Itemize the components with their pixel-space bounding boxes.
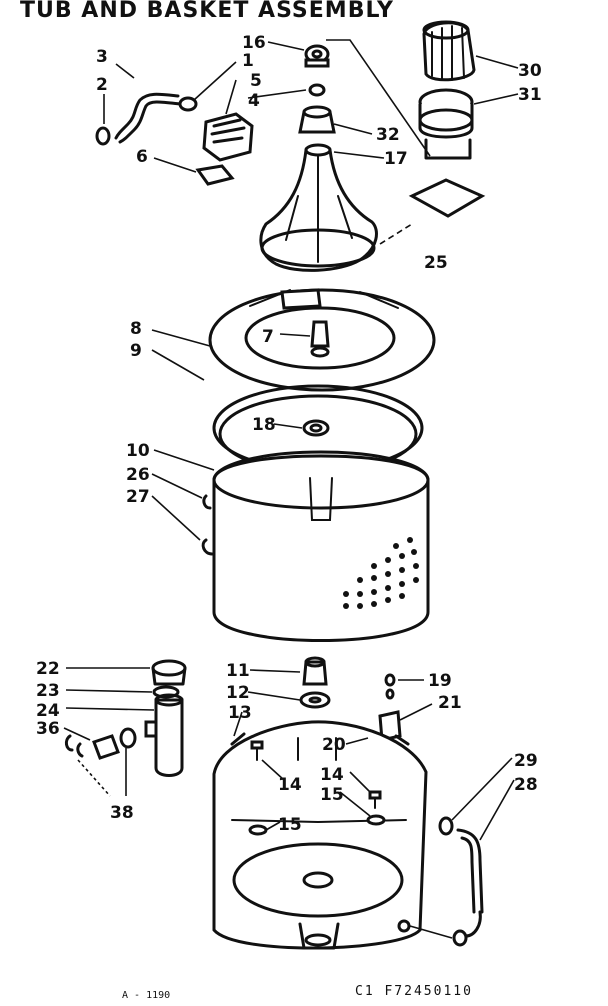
callout-15a: 15 — [320, 785, 344, 805]
callout-3: 3 — [96, 47, 108, 67]
clamp-part-29 — [438, 816, 454, 836]
seal-part-11 — [302, 656, 328, 686]
leader-lines — [63, 41, 519, 841]
callout-labels: 1 2 3 4 5 6 7 8 9 10 11 12 13 14 14 15 1… — [36, 33, 542, 835]
callout-11: 11 — [226, 661, 250, 681]
callout-1: 1 — [242, 51, 254, 71]
hose-part-3 — [114, 92, 182, 144]
agitator-part-17 — [259, 143, 378, 272]
callout-15b: 15 — [278, 815, 302, 835]
callout-14b: 14 — [320, 765, 344, 785]
callout-4: 4 — [248, 91, 260, 111]
callout-26: 26 — [126, 465, 150, 485]
washer-part-15-right — [366, 814, 386, 826]
callout-30: 30 — [518, 61, 542, 81]
callout-12: 12 — [226, 683, 250, 703]
callout-38: 38 — [110, 803, 134, 823]
clamp-part-38 — [119, 727, 137, 749]
callout-19: 19 — [428, 671, 452, 691]
pin-part-19 — [384, 673, 396, 700]
washer-part-15-left — [248, 824, 268, 836]
callout-9: 9 — [130, 341, 142, 361]
callout-8: 8 — [130, 319, 142, 339]
footer-right-code: C1 F72450110 — [355, 984, 473, 999]
callout-20: 20 — [322, 735, 346, 755]
bracket-part-5 — [202, 112, 254, 162]
outer-tub-part-13 — [212, 720, 428, 950]
callout-21: 21 — [438, 693, 462, 713]
screw-part-14-left — [250, 740, 264, 761]
washer-part-4 — [308, 83, 326, 97]
callout-2: 2 — [96, 75, 108, 95]
hose-part-28 — [456, 828, 484, 938]
pipe-part-24 — [144, 693, 184, 777]
callout-29: 29 — [514, 751, 538, 771]
callout-22: 22 — [36, 659, 60, 679]
callout-16: 16 — [242, 33, 266, 53]
clamp-part-29-lower — [452, 929, 468, 947]
callout-31: 31 — [518, 85, 542, 105]
callout-24: 24 — [36, 701, 60, 721]
bolt-part-7 — [310, 320, 330, 358]
footer-left-code: A - 1190 — [122, 990, 171, 1001]
dispenser-base-part-31 — [418, 88, 474, 160]
callout-17: 17 — [384, 149, 408, 169]
ring-part-23 — [152, 685, 180, 699]
callout-10: 10 — [126, 441, 150, 461]
callout-13: 13 — [228, 703, 252, 723]
clip-part-27 — [201, 538, 214, 556]
basket-nut-part-18 — [302, 419, 330, 437]
callout-18: 18 — [252, 415, 276, 435]
gasket-part-12 — [299, 691, 331, 709]
clamp-part-2 — [95, 126, 111, 146]
fitting-part-21 — [378, 710, 402, 742]
cover-part-25 — [408, 178, 486, 218]
filter-cap-part-22 — [151, 659, 187, 686]
nut-part-16 — [304, 44, 330, 68]
callout-14a: 14 — [278, 775, 302, 795]
connector-part-36 — [64, 734, 120, 760]
basket-part-10 — [212, 450, 430, 642]
basket-perforations — [343, 537, 419, 609]
gasket-part-6 — [195, 164, 235, 186]
callout-23: 23 — [36, 681, 60, 701]
callout-7: 7 — [262, 327, 274, 347]
dispenser-cap-part-30 — [422, 20, 476, 82]
callout-28: 28 — [514, 775, 538, 795]
screw-part-14-right — [368, 790, 382, 809]
clip-part-26 — [202, 494, 212, 510]
cone-part-32 — [298, 105, 336, 134]
callout-36: 36 — [36, 719, 60, 739]
callout-32: 32 — [376, 125, 400, 145]
callout-27: 27 — [126, 487, 150, 507]
callout-6: 6 — [136, 147, 148, 167]
callout-25: 25 — [424, 253, 448, 273]
callout-5: 5 — [250, 71, 262, 91]
diagram-title: TUB AND BASKET ASSEMBLY — [20, 0, 394, 23]
clamp-part-1 — [178, 96, 198, 112]
